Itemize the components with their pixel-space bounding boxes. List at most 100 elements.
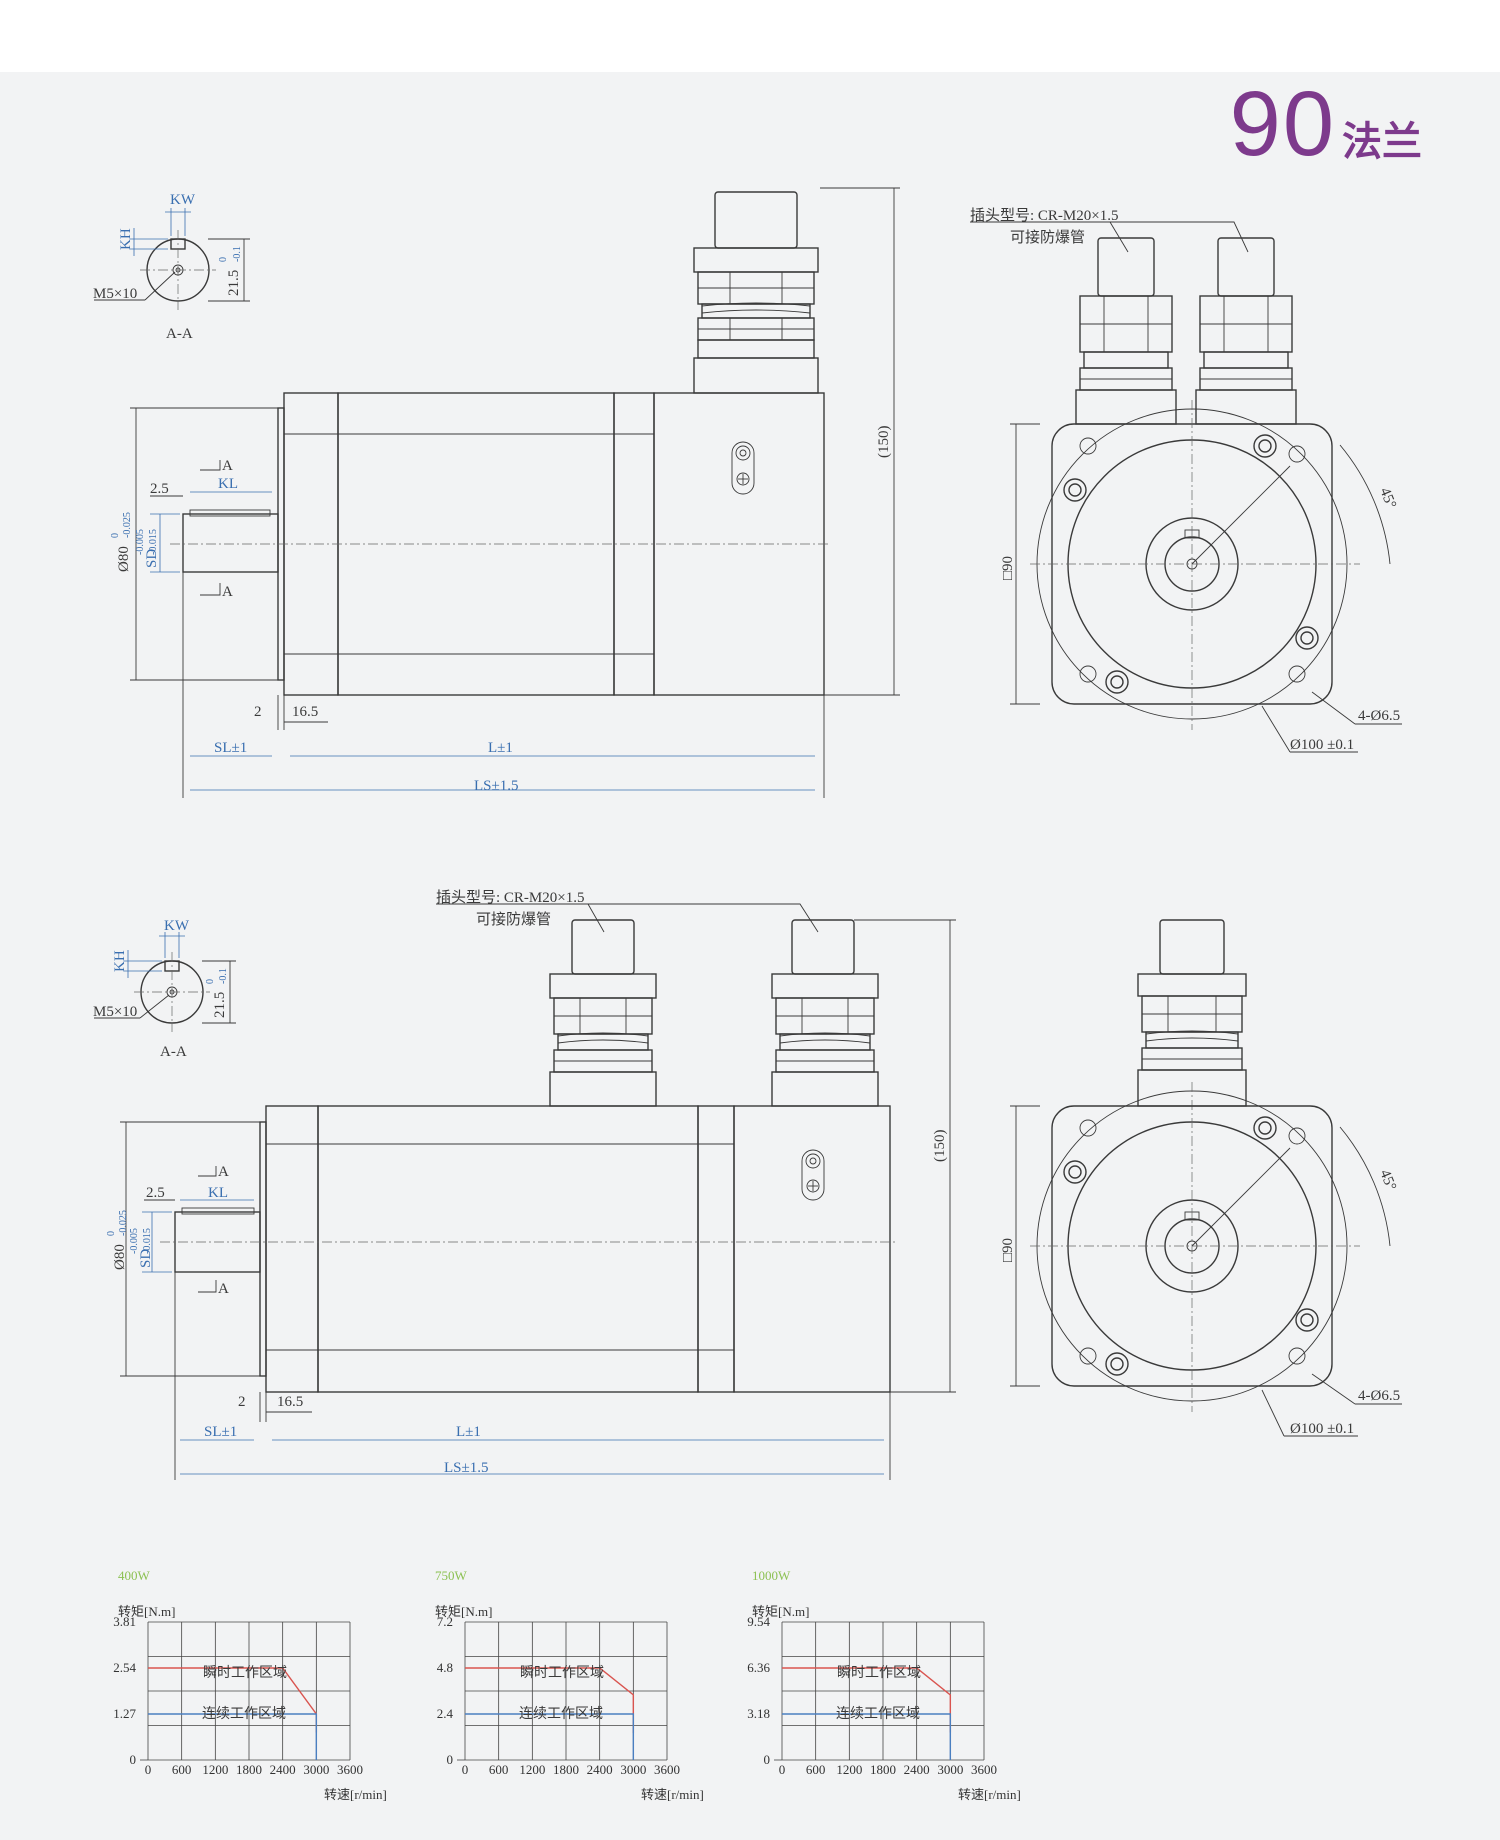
drawing-sheet [0,72,1500,1840]
pcd-label-bottom: Ø100 ±0.1 [1290,1421,1354,1437]
dim-l-top: L±1 [488,740,513,756]
chart-x-tick-label: 3000 [937,1762,963,1777]
chart-x-tick-label: 0 [145,1762,152,1777]
dim-16-5-bottom: 16.5 [277,1394,303,1410]
o80-tol-bot-b: -0.025 [118,1210,129,1236]
motor-front-view-top: 45° □90 4-Ø6.5 Ø100 ±0.1 [970,207,1402,753]
key-section-bottom: KW KH 21.5 0 -0.1 M5×10 A-A [93,918,236,1060]
dim-l-bottom: L±1 [456,1424,481,1440]
chart-x-tick-label: 1200 [202,1762,228,1777]
flange-unit: 法兰 [1342,119,1422,165]
a-mark-4: A [218,1281,229,1297]
kh-label-bottom: KH [112,950,128,972]
dim-150-bottom: (150) [932,1130,948,1163]
cont-zone-label: 连续工作区域 [202,1705,286,1722]
section-label-top: A-A [166,326,193,342]
a-mark-1: A [222,458,233,474]
chart-x-tick-label: 3600 [337,1762,363,1777]
top-drawing-group: KW KH 21.5 0 -0.1 M5×10 A-A [93,187,1402,798]
chart-x-tick-label: 3600 [971,1762,997,1777]
chart-y-tick-label: 2.54 [113,1660,136,1675]
chart-x-tick-label: 1200 [519,1762,545,1777]
chart-y-tick-label: 4.8 [437,1660,453,1675]
peak-zone-label: 瞬时工作区域 [520,1665,604,1681]
dim-150-top: (150) [876,426,892,459]
chart-x-axis-label: 转速[r/min] [324,1787,387,1802]
chart-y-tick-label: 2.4 [437,1706,454,1721]
dim-o80-top: Ø80 [116,546,132,572]
chart-x-tick-label: 600 [489,1762,509,1777]
dim-21-5-tol-top: 0 [218,257,229,262]
dim-2-5-top: 2.5 [150,481,169,497]
dim-sl-top: SL±1 [214,740,247,756]
dim-sq90-top: □90 [1000,556,1016,580]
chart-y-tick-label: 6.36 [747,1660,770,1675]
mounting-holes-bottom [1063,1116,1319,1376]
motor-side-view-top: Ø80 0 -0.025 SD -0.005 -0.015 2.5 KL A A… [110,187,900,798]
o80-tol-bot: -0.025 [122,512,133,538]
key-section-top: KW KH 21.5 0 -0.1 M5×10 A-A [93,192,250,342]
dim-o80-bottom: Ø80 [112,1244,128,1270]
plug-note-line1-top: 插头型号: CR-M20×1.5 [970,207,1118,224]
kw-label-bottom: KW [164,918,190,934]
continuous-torque-curve [465,1713,635,1760]
chart-y-tick-label: 0 [447,1752,454,1767]
holes-label-top: 4-Ø6.5 [1358,708,1400,724]
cont-zone-label: 连续工作区域 [519,1705,603,1722]
kh-label: KH [118,228,134,250]
dim-21-5-bottom: 21.5 [212,992,228,1018]
chart-y-axis-label: 转矩[N.m] [752,1604,809,1619]
chart-x-tick-label: 600 [172,1762,192,1777]
chart-x-tick-label: 2400 [270,1762,296,1777]
chart-y-tick-label: 1.27 [113,1706,136,1721]
chart-y-tick-label: 0 [764,1752,771,1767]
pcd-label-top: Ø100 ±0.1 [1290,737,1354,753]
o80-tol-top: 0 [110,533,121,538]
dim-sl-bottom: SL±1 [204,1424,237,1440]
chart-title: 400W [118,1568,151,1583]
sd-tol-bot-b: -0.015 [142,1228,153,1254]
chart-y-tick-label: 3.81 [113,1614,136,1629]
chart-y-tick-label: 7.2 [437,1614,453,1629]
cont-zone-label: 连续工作区域 [836,1705,920,1722]
mounting-holes-top [1063,434,1319,694]
dim-21-5-tol-bot-b: -0.1 [218,968,229,984]
chart-x-tick-label: 2400 [587,1762,613,1777]
kl-label-bottom: KL [208,1185,228,1201]
holes-label-bottom: 4-Ø6.5 [1358,1388,1400,1404]
chart-y-tick-label: 3.18 [747,1706,770,1721]
chart-y-tick-label: 9.54 [747,1614,770,1629]
dim-21-5-tol-top-b: 0 [205,979,216,984]
dim-sd-top: SD [144,549,160,568]
continuous-torque-curve [782,1713,952,1760]
plug-note-line2-top: 可接防爆管 [1010,229,1085,246]
chart-x-tick-label: 600 [806,1762,826,1777]
dim-21-5-tol-bot: -0.1 [232,246,243,262]
chart-x-tick-label: 3000 [620,1762,646,1777]
chart-x-axis-label: 转速[r/min] [641,1787,704,1802]
dim-21-5: 21.5 [226,270,242,296]
m5-label: M5×10 [93,286,137,302]
continuous-torque-curve [148,1713,318,1760]
chart-x-tick-label: 1200 [836,1762,862,1777]
chart-x-tick-label: 1800 [870,1762,896,1777]
dim-16-5-top: 16.5 [292,704,318,720]
chart-x-axis-label: 转速[r/min] [958,1787,1021,1802]
motor-front-view-bottom: 45° □90 4-Ø6.5 Ø100 ±0.1 [1000,919,1402,1437]
chart-x-tick-label: 1800 [553,1762,579,1777]
sd-tol-top: -0.005 [135,529,146,555]
dim-2-5-bottom: 2.5 [146,1185,165,1201]
angle-label-bottom: 45° [1376,1168,1399,1193]
chart-y-axis-label: 转矩[N.m] [435,1604,492,1619]
angle-label-top: 45° [1376,486,1399,511]
section-label-bottom: A-A [160,1044,187,1060]
chart-title: 1000W [752,1568,791,1583]
chart-x-tick-label: 1800 [236,1762,262,1777]
chart-y-axis-label: 转矩[N.m] [118,1604,175,1619]
a-mark-2: A [222,584,233,600]
kw-label: KW [170,192,196,208]
